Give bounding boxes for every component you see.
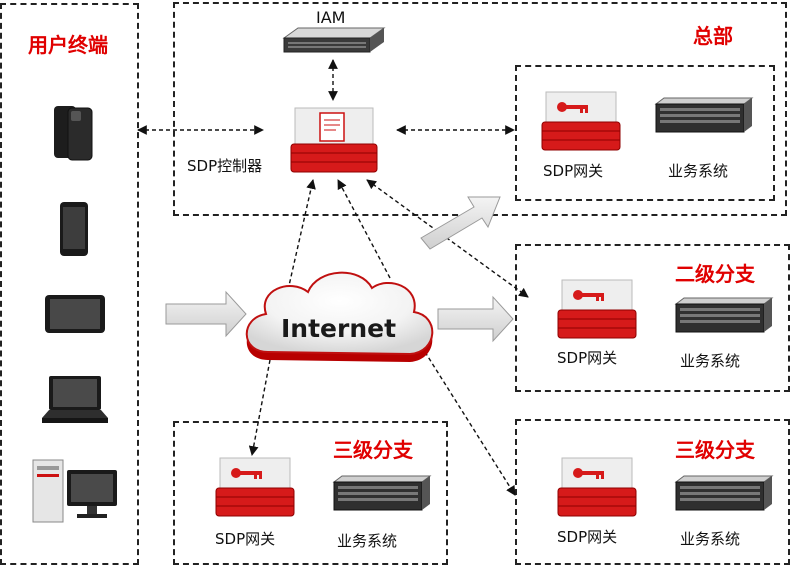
- sdp-controller-device: [290, 107, 378, 173]
- hq-inner-region: [515, 65, 775, 201]
- branch3a-business-label: 业务系统: [337, 532, 398, 550]
- branch2-title: 二级分支: [675, 262, 755, 286]
- conn-cloud-branch3a: [248, 359, 271, 456]
- desktop-computer-icon: [32, 459, 117, 523]
- branch2-sdp-gateway-device: [557, 279, 637, 339]
- hq-gateway-label: SDP网关: [543, 162, 604, 180]
- hq-business-label: 业务系统: [668, 162, 729, 180]
- branch3a-sdp-gateway-device: [215, 457, 295, 517]
- branch3b-gateway-label: SDP网关: [557, 528, 618, 546]
- branch3b-business-label: 业务系统: [680, 530, 741, 548]
- branch2-business-label: 业务系统: [680, 352, 741, 370]
- internet-cloud: [245, 271, 434, 362]
- tablet-icon: [45, 295, 105, 333]
- branch3b-sdp-gateway-device: [557, 457, 637, 517]
- smartphone-icon: [54, 106, 93, 161]
- laptop-icon: [42, 376, 108, 423]
- branch3b-title: 三级分支: [675, 438, 755, 462]
- conn-cloud-branch3b: [424, 351, 516, 496]
- sdp-controller-label: SDP控制器: [187, 157, 263, 175]
- flow-arrow-internet-to-hq: [420, 196, 501, 250]
- flow-arrow-internet-to-branch2: [437, 295, 514, 343]
- branch3a-title: 三级分支: [333, 438, 413, 462]
- branch2-region: [515, 244, 790, 392]
- flow-arrow-terminal-to-internet: [165, 290, 247, 338]
- hq-sdp-gateway-device: [541, 91, 621, 151]
- mobile-phone-icon: [60, 202, 88, 256]
- internet-label: Internet: [281, 314, 397, 343]
- branch3a-business-server: [332, 475, 432, 511]
- branch2-gateway-label: SDP网关: [557, 349, 618, 367]
- branch3b-region: [515, 419, 790, 565]
- branch2-business-server: [674, 297, 774, 333]
- iam-label: IAM: [316, 8, 346, 27]
- user-terminal-region: [0, 3, 139, 565]
- conn-cloud-controller-1: [287, 179, 316, 291]
- branch3a-gateway-label: SDP网关: [215, 530, 276, 548]
- branch3a-region: [173, 421, 448, 565]
- iam-server: [282, 27, 386, 53]
- hq-business-server: [654, 97, 754, 133]
- conn-cloud-controller-2: [337, 179, 391, 279]
- branch3b-business-server: [674, 475, 774, 511]
- hq-title: 总部: [693, 24, 733, 48]
- user-terminal-title: 用户终端: [28, 33, 108, 57]
